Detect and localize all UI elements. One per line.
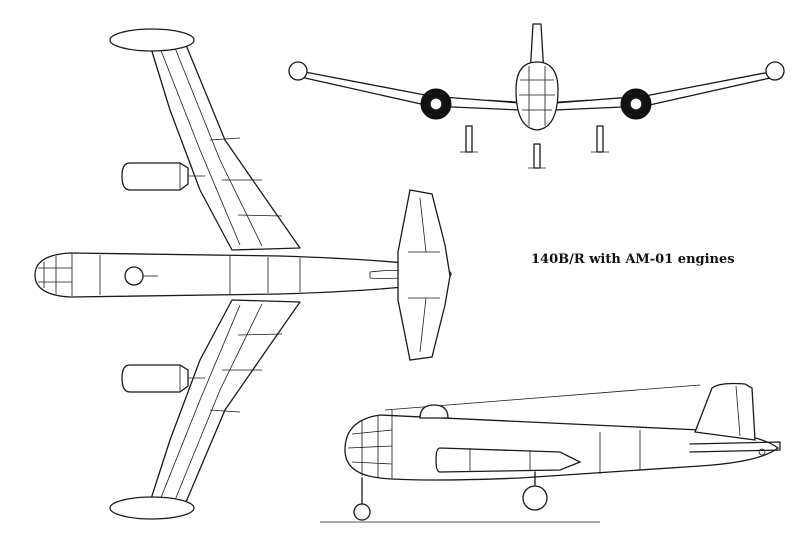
plan-view: [34, 28, 452, 520]
plan-turret: [124, 266, 144, 286]
side-main-wheel: [522, 485, 548, 511]
front-right-wingtip-tank: [765, 61, 785, 81]
front-nose-gear: [533, 143, 541, 169]
plan-glazed-nose: [38, 254, 73, 296]
upper-wing: [149, 44, 301, 251]
lower-wing: [149, 299, 301, 503]
side-nose-wheel: [353, 503, 371, 521]
side-glazed-nose: [347, 416, 393, 478]
plan-horizontal-tail: [397, 189, 451, 361]
front-left-wingtip-tank: [288, 61, 308, 81]
plan-fuselage: [34, 252, 452, 298]
drawing-caption: 140B/R with AM-01 engines: [531, 252, 735, 267]
front-fuselage: [515, 61, 559, 131]
front-left-wing: [304, 71, 521, 111]
lower-engine-nacelle: [121, 364, 189, 393]
front-left-gear: [465, 125, 473, 153]
side-fin: [694, 382, 756, 441]
front-right-wing: [554, 71, 771, 111]
front-view: [288, 23, 785, 169]
front-right-gear: [596, 125, 604, 153]
side-stabilizer: [689, 441, 781, 453]
upper-wingtip-tank: [109, 28, 195, 52]
side-view: [320, 382, 781, 523]
upper-engine-nacelle: [121, 162, 189, 191]
side-turret: [419, 404, 449, 419]
side-engine-nacelle: [435, 447, 582, 473]
lower-wingtip-tank: [109, 496, 195, 520]
